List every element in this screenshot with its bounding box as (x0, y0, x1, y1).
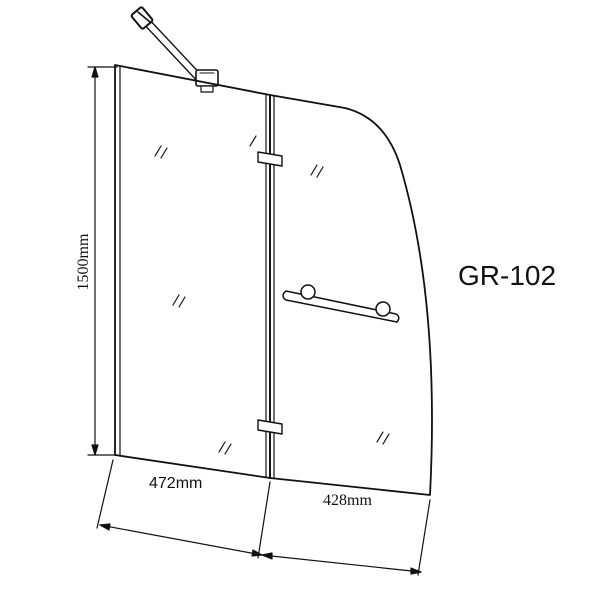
hinge-top (257, 151, 283, 167)
width-dimension (96, 459, 431, 576)
model-label: GR-102 (458, 260, 556, 291)
right-width-label: 428mm (323, 492, 372, 509)
height-label: 1500mm (75, 233, 92, 290)
towel-bar (282, 284, 400, 323)
hinge-bottom (257, 419, 283, 435)
left-glass-panel (114, 64, 271, 479)
glass-marks (154, 135, 390, 455)
support-arm (130, 6, 219, 93)
height-dimension (87, 66, 118, 456)
left-width-label: 472mm (149, 475, 202, 492)
